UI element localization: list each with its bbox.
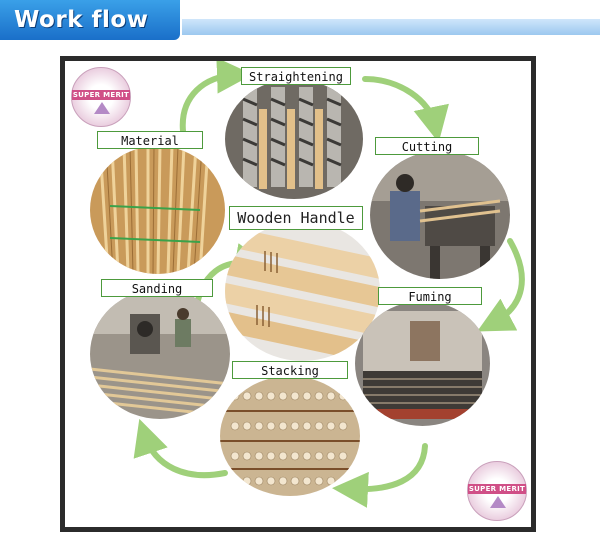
header-tab: Work flow bbox=[0, 0, 180, 40]
super-merit-logo-icon: SUPER MERIT bbox=[467, 461, 527, 521]
photo-fuming bbox=[355, 301, 490, 426]
center-label-wooden-handle: Wooden Handle bbox=[229, 206, 363, 230]
photo-stacking bbox=[220, 376, 360, 496]
super-merit-logo-icon: SUPER MERIT bbox=[71, 67, 131, 127]
step-label-fuming: Fuming bbox=[378, 287, 482, 305]
photo-cutting bbox=[370, 151, 510, 279]
flow-arrow-icon bbox=[179, 61, 253, 134]
logo-text: SUPER MERIT bbox=[468, 484, 526, 494]
photo-sanding bbox=[90, 289, 230, 419]
step-label-sanding: Sanding bbox=[101, 279, 213, 297]
photo-straightening bbox=[225, 79, 363, 199]
workflow-diagram: Straightening Cutting Fuming Stacking Sa… bbox=[60, 56, 536, 532]
header-bar bbox=[182, 19, 600, 35]
step-label-straightening: Straightening bbox=[241, 67, 351, 85]
photo-wooden-handle bbox=[225, 221, 380, 361]
flow-arrow-icon bbox=[362, 76, 449, 143]
flow-arrow-icon bbox=[332, 443, 428, 508]
flow-arrow-icon bbox=[133, 418, 228, 479]
step-label-material: Material bbox=[97, 131, 203, 149]
photo-material bbox=[90, 146, 225, 274]
step-label-stacking: Stacking bbox=[232, 361, 348, 379]
logo-text: SUPER MERIT bbox=[72, 90, 130, 100]
header-title: Work flow bbox=[14, 7, 149, 33]
flow-arrow-icon bbox=[477, 238, 525, 332]
step-label-cutting: Cutting bbox=[375, 137, 479, 155]
